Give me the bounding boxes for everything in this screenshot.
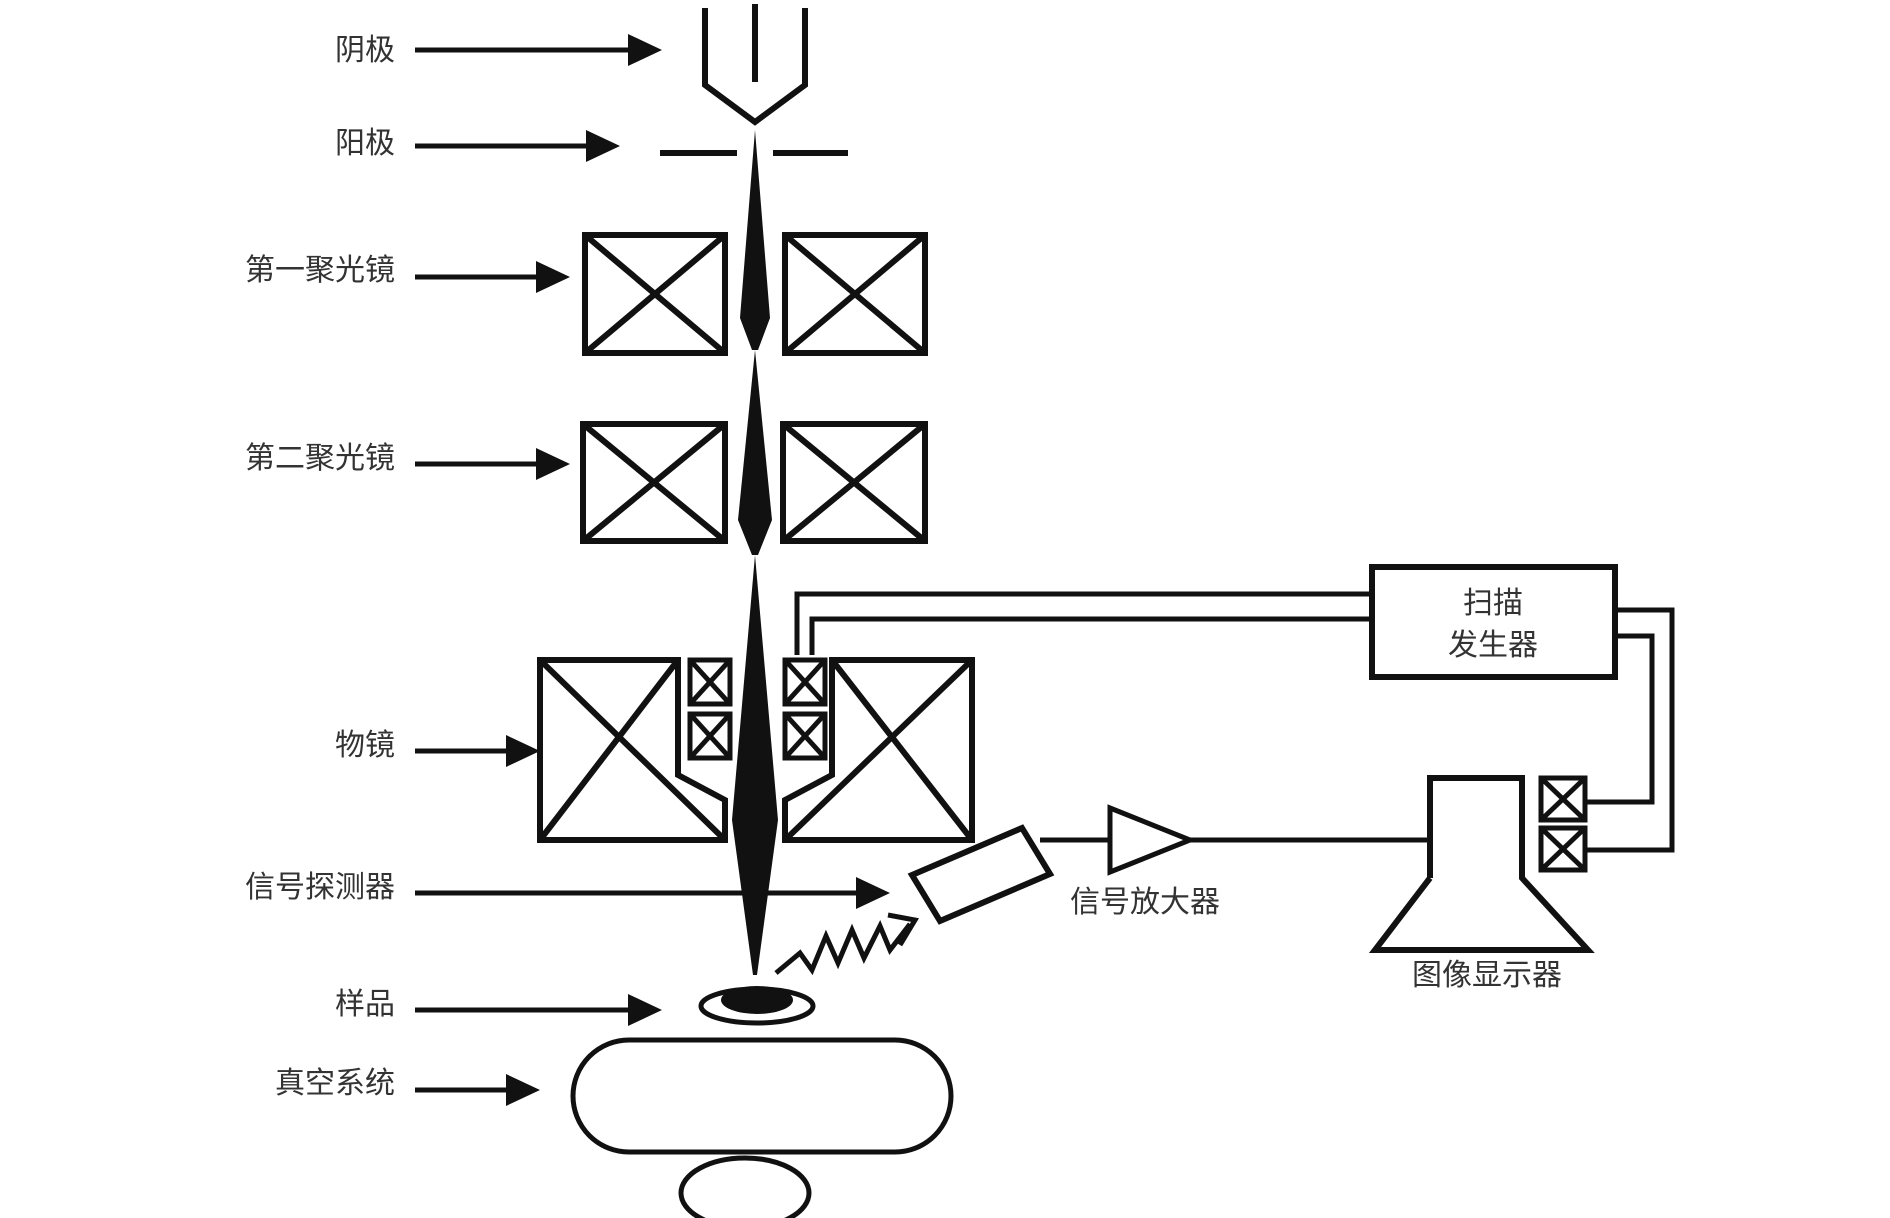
image-display [1368, 775, 1595, 953]
first-condenser-lens [582, 232, 928, 356]
anode-label: 阳极 [335, 126, 395, 161]
second-condenser-lens [580, 421, 928, 544]
sample-label: 样品 [335, 987, 395, 1022]
sample [698, 986, 816, 1026]
cathode-label: 阴极 [335, 33, 395, 68]
vacuum-system-label: 真空系统 [275, 1066, 395, 1101]
scan-generator: 扫描 发生器 [1369, 564, 1618, 680]
scan-generator-label-line2: 发生器 [1448, 628, 1538, 663]
display-deflection-coils [1538, 775, 1588, 873]
scan-coils [687, 657, 828, 761]
cathode [702, 4, 808, 126]
signal-detector-label: 信号探测器 [245, 870, 395, 905]
objective-lens-label: 物镜 [335, 728, 395, 763]
second-condenser-label: 第二聚光镜 [245, 441, 395, 476]
signal-amplifier [1107, 804, 1197, 876]
image-display-label: 图像显示器 [1412, 958, 1562, 993]
scan-wires [794, 591, 1675, 853]
vacuum-system [570, 1037, 954, 1218]
signal-wave [774, 912, 919, 976]
objective-lens [537, 657, 975, 843]
scan-generator-label-line1: 扫描 [1463, 586, 1523, 621]
first-condenser-label: 第一聚光镜 [245, 253, 395, 288]
signal-amplifier-label: 信号放大器 [1070, 885, 1220, 920]
pointer-arrows [415, 34, 890, 1106]
signal-detector [907, 824, 1055, 925]
electron-beam [732, 130, 778, 975]
